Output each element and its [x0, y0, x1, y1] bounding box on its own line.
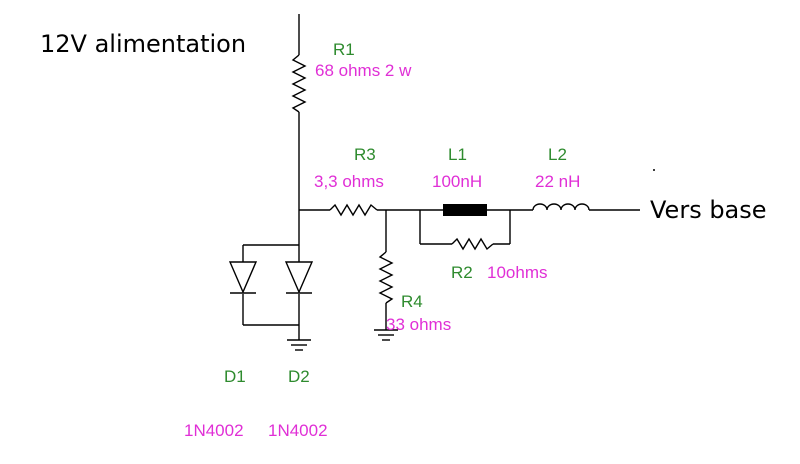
r2-parallel-branch — [419, 210, 511, 251]
supply-label: 12V alimentation — [40, 30, 246, 58]
l2-name: L2 — [548, 145, 567, 164]
d1-diode — [228, 261, 258, 294]
d1-value: 1N4002 — [184, 421, 244, 440]
d1-name: D1 — [224, 367, 246, 386]
r3-resistor — [329, 203, 378, 217]
r2-name: R2 — [451, 263, 473, 282]
r4-value: 33 ohms — [386, 315, 451, 334]
l2-value: 22 nH — [535, 172, 580, 191]
r3-value: 3,3 ohms — [314, 172, 384, 191]
r4-ground — [374, 329, 398, 341]
output-label: Vers base — [650, 196, 767, 224]
diode-ground — [287, 339, 311, 351]
d2-diode — [284, 261, 314, 294]
r4-resistor — [378, 251, 394, 304]
l1-name: L1 — [448, 145, 467, 164]
d2-value: 1N4002 — [268, 421, 328, 440]
diode-frame — [242, 244, 300, 340]
l1-inductor — [443, 204, 487, 216]
l1-value: 100nH — [432, 172, 482, 191]
r2-value: 10ohms — [487, 263, 547, 282]
r1-name: R1 — [333, 40, 355, 59]
stray-dot — [653, 169, 655, 171]
r1-resistor — [291, 54, 307, 113]
d2-name: D2 — [288, 367, 310, 386]
r3-name: R3 — [354, 145, 376, 164]
r4-name: R4 — [401, 292, 423, 311]
l2-inductor — [532, 203, 590, 211]
r1-value: 68 ohms 2 w — [315, 61, 412, 80]
